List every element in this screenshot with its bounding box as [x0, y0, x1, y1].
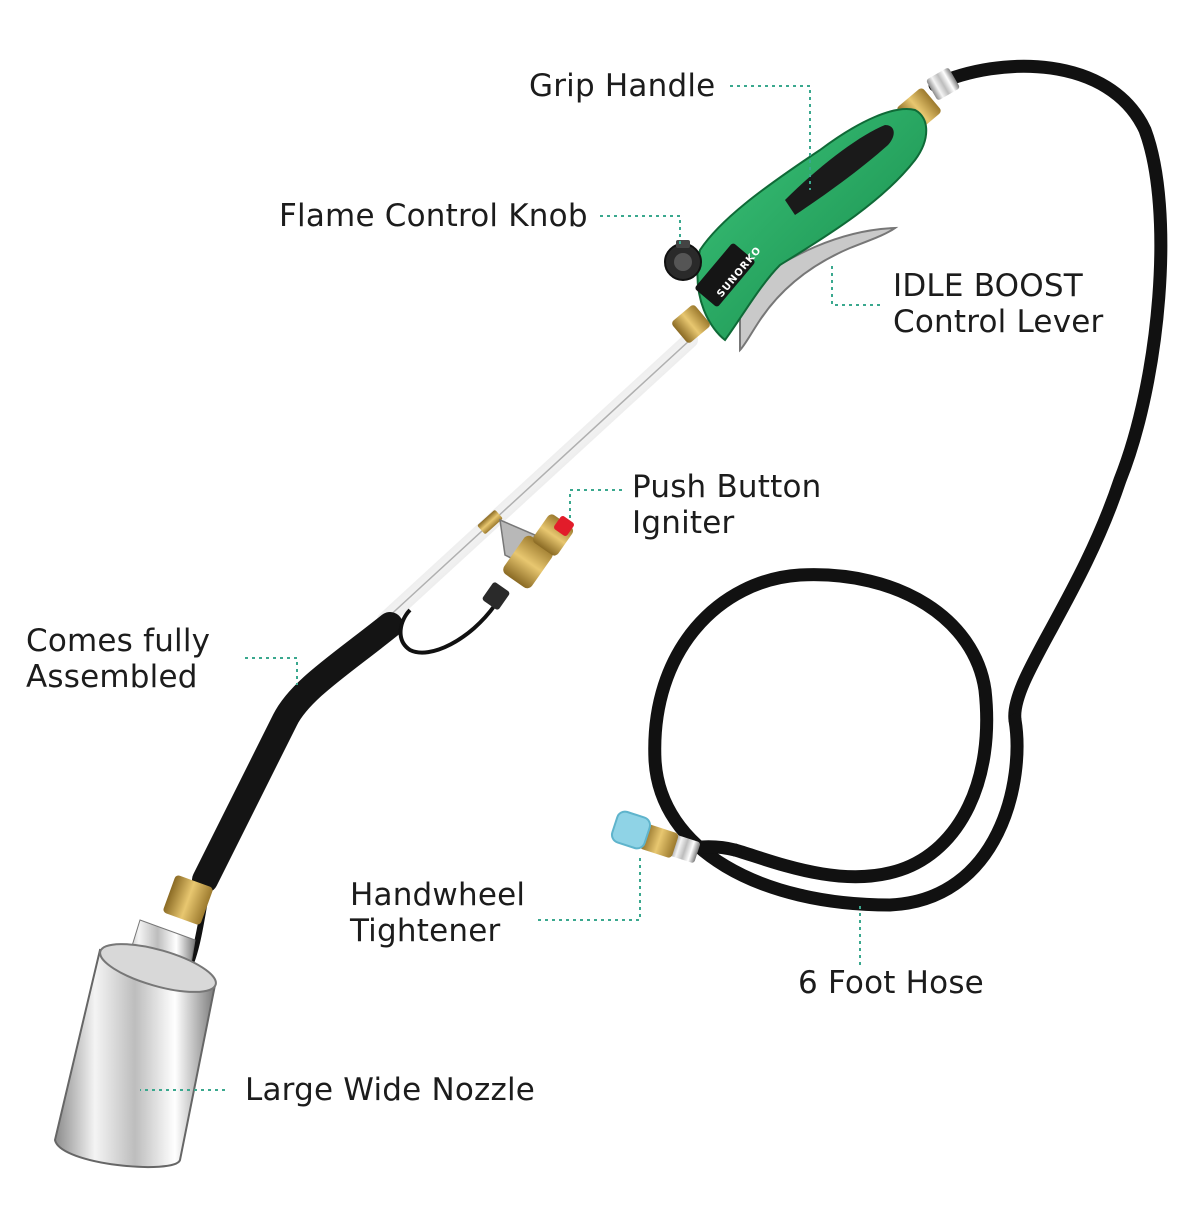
igniter-wire — [398, 603, 497, 655]
wand-rod — [377, 332, 698, 628]
push-button-label-line1: Push Button — [632, 469, 822, 505]
idle-boost-label-line2: Control Lever — [893, 304, 1104, 340]
label-comes-assembled: Comes fully Assembled — [26, 623, 210, 695]
push-button-label-line2: Igniter — [632, 505, 735, 541]
grip-handle — [664, 108, 928, 353]
assembled-label-line2: Assembled — [26, 659, 198, 695]
flame-control-knob-label: Flame Control Knob — [279, 198, 588, 234]
nozzle-label: Large Wide Nozzle — [245, 1072, 536, 1108]
label-large-wide-nozzle: Large Wide Nozzle — [245, 1072, 535, 1108]
hose-label: 6 Foot Hose — [798, 965, 984, 1001]
push-button-igniter — [482, 514, 574, 610]
label-idle-boost: IDLE BOOST Control Lever — [893, 268, 1103, 340]
insulated-tube — [192, 612, 403, 893]
handwheel-label-line2: Tightener — [350, 913, 501, 949]
handwheel-tightener — [610, 810, 700, 863]
label-push-button-igniter: Push Button Igniter — [632, 469, 822, 541]
grip-handle-label: Grip Handle — [529, 68, 716, 104]
idle-boost-label-line1: IDLE BOOST — [893, 268, 1083, 304]
large-wide-nozzle — [53, 875, 217, 1169]
label-handwheel-tightener: Handwheel Tightener — [350, 877, 525, 949]
leader-lines — [140, 85, 880, 1091]
handwheel-label-line1: Handwheel — [350, 877, 526, 913]
label-flame-control-knob: Flame Control Knob — [279, 198, 588, 234]
label-grip-handle: Grip Handle — [529, 68, 715, 104]
assembled-label-line1: Comes fully — [26, 623, 211, 659]
label-6-foot-hose: 6 Foot Hose — [798, 965, 984, 1001]
